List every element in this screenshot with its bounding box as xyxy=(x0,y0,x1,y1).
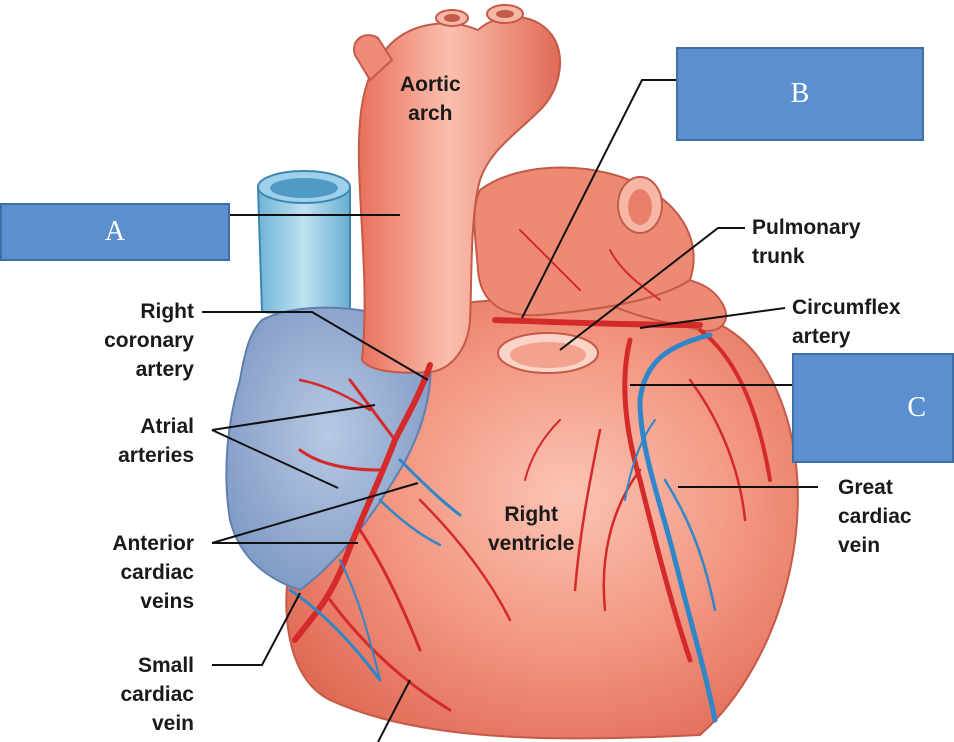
label-anterior-cardiac-veins: Anterior cardiac veins xyxy=(112,529,194,616)
pulmonary-trunk-opening xyxy=(497,332,599,374)
superior-vena-cava xyxy=(256,170,351,320)
aorta xyxy=(353,4,561,374)
label-great-cardiac-vein-line2: cardiac xyxy=(838,505,912,528)
label-right-ventricle-line1: Right xyxy=(504,503,559,526)
label-great-cardiac-vein: Great cardiac vein xyxy=(838,473,912,560)
label-small-cardiac-vein-line1: Small xyxy=(137,654,194,677)
label-aortic-arch-line2: arch xyxy=(408,102,453,125)
label-anterior-cardiac-veins-line2: cardiac xyxy=(120,561,194,584)
label-circumflex-artery-line2: artery xyxy=(792,325,851,348)
pulmonary-vessels xyxy=(473,166,695,317)
cardiac-veins xyxy=(288,332,718,723)
label-small-cardiac-vein-line2: cardiac xyxy=(120,683,194,706)
leader-lines xyxy=(202,79,818,742)
answer-box-c[interactable]: C xyxy=(792,353,954,463)
label-right-coronary-artery-line2: coronary xyxy=(104,329,194,352)
label-great-cardiac-vein-line3: vein xyxy=(838,534,881,557)
answer-box-a[interactable]: A xyxy=(0,203,230,261)
label-right-ventricle-line2: ventricle xyxy=(488,532,575,555)
label-aortic-arch-line1: Aortic xyxy=(400,73,461,96)
label-small-cardiac-vein: Small cardiac vein xyxy=(120,651,194,738)
label-right-ventricle: Right ventricle xyxy=(488,500,574,558)
label-pulmonary-trunk-line1: Pulmonary xyxy=(752,216,861,239)
label-right-coronary-artery: Right coronary artery xyxy=(104,297,194,384)
label-anterior-cardiac-veins-line3: veins xyxy=(140,590,194,613)
label-circumflex-artery: Circumflex artery xyxy=(792,293,901,351)
label-right-coronary-artery-line1: Right xyxy=(140,300,194,323)
label-pulmonary-trunk: Pulmonary trunk xyxy=(752,213,861,271)
label-small-cardiac-vein-line3: vein xyxy=(151,712,194,735)
label-circumflex-artery-line1: Circumflex xyxy=(792,296,901,319)
label-great-cardiac-vein-line1: Great xyxy=(838,476,893,499)
pulmonary-artery-opening xyxy=(617,176,663,234)
label-right-coronary-artery-line3: artery xyxy=(135,358,194,381)
label-atrial-arteries-line2: arteries xyxy=(118,444,194,467)
label-anterior-cardiac-veins-line1: Anterior xyxy=(112,532,194,555)
label-aortic-arch: Aortic arch xyxy=(400,70,461,128)
label-atrial-arteries-line1: Atrial xyxy=(140,415,194,438)
label-atrial-arteries: Atrial arteries xyxy=(118,412,194,470)
label-pulmonary-trunk-line2: trunk xyxy=(752,245,805,268)
answer-box-b[interactable]: B xyxy=(676,47,924,141)
